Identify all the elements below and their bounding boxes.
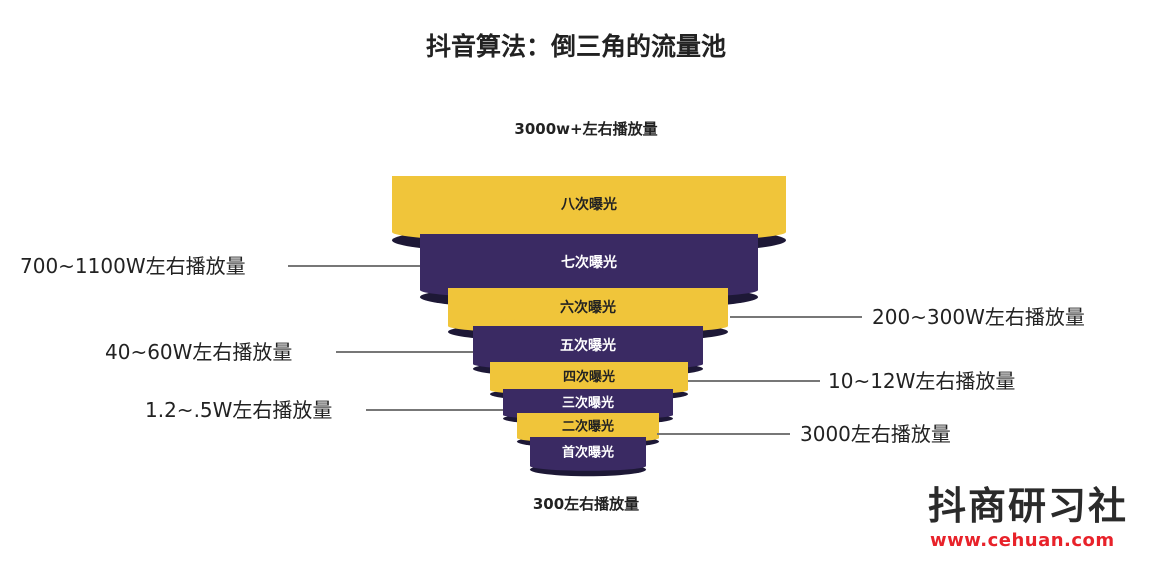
- tier-label: 首次曝光: [562, 445, 614, 461]
- tier-label: 五次曝光: [560, 337, 616, 354]
- tier-bottom-curve: [530, 461, 646, 471]
- callout-label: 700~1100W左右播放量: [20, 254, 246, 278]
- top-label: 3000w+左右播放量: [514, 120, 658, 138]
- watermark-url: www.cehuan.com: [930, 530, 1115, 551]
- callout-label: 3000左右播放量: [800, 422, 951, 446]
- tier-label: 八次曝光: [560, 196, 617, 213]
- tier-label: 二次曝光: [562, 419, 614, 435]
- callout-label: 200~300W左右播放量: [872, 305, 1085, 329]
- tier-label: 七次曝光: [561, 254, 617, 271]
- callout-label: 1.2~.5W左右播放量: [145, 398, 333, 422]
- bottom-label: 300左右播放量: [532, 495, 640, 513]
- watermark-brand: 抖商研习社: [928, 484, 1129, 528]
- tier-label: 三次曝光: [562, 395, 614, 411]
- callout-label: 10~12W左右播放量: [828, 369, 1016, 393]
- callout-label: 40~60W左右播放量: [105, 340, 293, 364]
- tier-label: 六次曝光: [560, 299, 616, 316]
- tier-band: [530, 437, 646, 466]
- page-title: 抖音算法：倒三角的流量池: [425, 32, 726, 61]
- tier-label: 四次曝光: [563, 369, 615, 385]
